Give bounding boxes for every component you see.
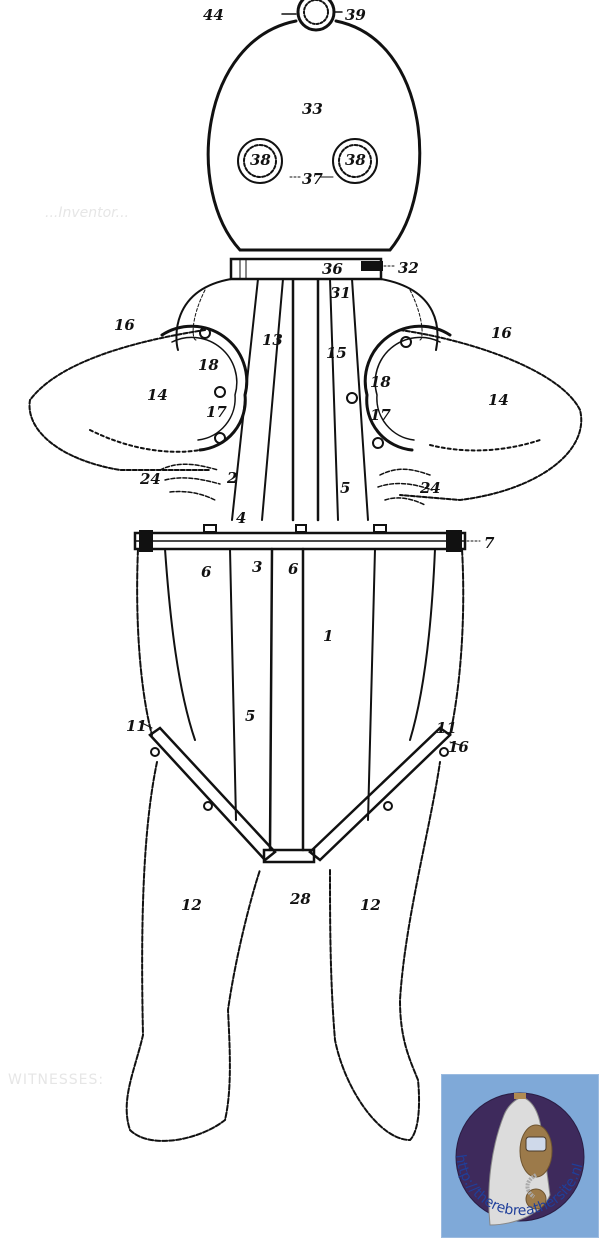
label-39: 39 (345, 6, 366, 24)
label-14-right: 14 (488, 391, 509, 409)
label-12-left: 12 (181, 896, 202, 914)
faded-inventor-text: ...Inventor... (45, 205, 129, 221)
label-28: 28 (290, 890, 311, 908)
label-24-left: 24 (140, 470, 161, 488)
label-15: 15 (326, 344, 347, 362)
left-arm (28, 324, 249, 501)
label-1: 1 (323, 627, 334, 645)
label-11-left: 11 (126, 717, 147, 735)
label-3: 3 (252, 558, 263, 576)
lower-body (136, 547, 465, 852)
label-38-right: 38 (345, 151, 366, 169)
label-7: 7 (484, 534, 495, 552)
label-6-left: 6 (201, 563, 212, 581)
label-2: 2 (227, 469, 238, 487)
helmet-valve (281, 0, 343, 32)
label-32: 32 (398, 259, 419, 277)
label-36: 36 (322, 260, 343, 278)
label-37: 37 (302, 170, 323, 188)
crotch-straps (139, 721, 461, 864)
label-16-left: 16 (114, 316, 135, 334)
label-33: 33 (302, 100, 323, 118)
therebreathersite-badge: http://therebreathersite.nl (441, 1074, 599, 1238)
label-16-lower: 16 (448, 738, 469, 756)
label-17-right: 17 (370, 406, 391, 424)
label-17-left: 17 (206, 403, 227, 421)
label-38-left: 38 (250, 151, 271, 169)
label-5-lower: 5 (245, 707, 256, 725)
label-11-right: 11 (436, 719, 457, 737)
label-44: 44 (203, 6, 224, 24)
label-18-left: 18 (198, 356, 219, 374)
label-6-right: 6 (288, 560, 299, 578)
helmet-sphere (206, 19, 422, 252)
label-14-left: 14 (147, 386, 168, 404)
label-18-right: 18 (370, 373, 391, 391)
legs (125, 761, 441, 1142)
label-16-right: 16 (491, 324, 512, 342)
neck-ring (229, 257, 397, 281)
faded-witnesses-text: WITNESSES: (8, 1072, 105, 1088)
label-31: 31 (330, 284, 351, 302)
right-arm (346, 324, 583, 506)
label-13: 13 (262, 331, 283, 349)
label-12-right: 12 (360, 896, 381, 914)
label-5-upper: 5 (340, 479, 351, 497)
label-4: 4 (236, 509, 247, 527)
label-24-right: 24 (420, 479, 441, 497)
waist-bar (133, 524, 481, 552)
